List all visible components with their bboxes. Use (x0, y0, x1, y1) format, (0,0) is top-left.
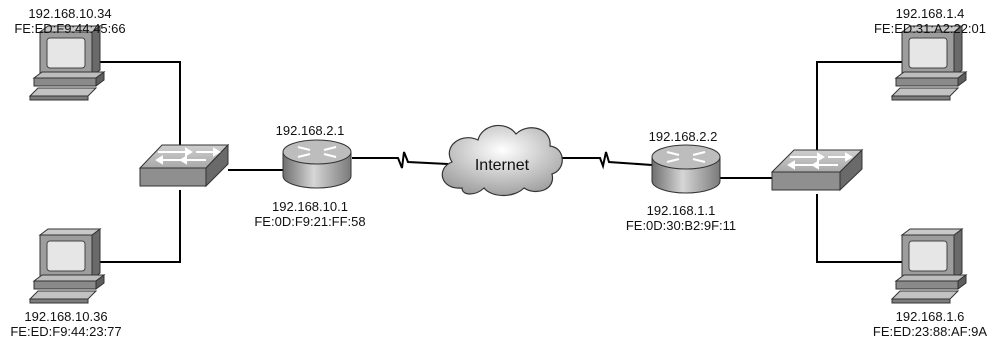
host-bottom-right-ip: 192.168.1.6 (895, 309, 965, 324)
right-router-lan-label: 192.168.1.1 FE:0D:30:B2:9F:11 (626, 203, 736, 233)
link-host-bottom-right (816, 194, 905, 263)
left-router-wan-ip: 192.168.2.1 (275, 123, 345, 138)
host-bottom-left-ip: 192.168.10.36 (24, 309, 108, 324)
link-cloud-right-router (556, 151, 653, 170)
cloud-label: Internet (475, 157, 530, 174)
link-left-router-cloud (352, 151, 449, 169)
left-router-lan-label: 192.168.10.1 FE:0D:F9:21:FF:58 (254, 199, 365, 229)
right-router-lan-ip: 192.168.1.1 (646, 203, 716, 218)
right-router-lan-mac: FE:0D:30:B2:9F:11 (625, 218, 737, 233)
host-top-right-label: 192.168.1.4 FE:ED:31:A2:22:01 (874, 6, 986, 36)
link-host-bottom-left (98, 190, 181, 263)
host-top-left-label: 192.168.10.34 FE:ED:F9:44:45:66 (14, 6, 125, 36)
connection-links (98, 61, 905, 263)
right-router (651, 144, 721, 194)
left-router-lan-mac: FE:0D:F9:21:FF:58 (254, 214, 366, 229)
host-bottom-left-mac: FE:ED:F9:44:23:77 (10, 324, 122, 339)
link-host-top-right (816, 61, 905, 150)
internet-cloud: Internet (441, 124, 563, 197)
host-bottom-right-label: 192.168.1.6 FE:ED:23:88:AF:9A (873, 309, 987, 339)
pc-top-right (891, 25, 967, 101)
pc-bottom-right (891, 228, 967, 304)
left-router (282, 139, 352, 189)
host-top-left-mac: FE:ED:F9:44:45:66 (14, 21, 126, 36)
host-bottom-left-label: 192.168.10.36 FE:ED:F9:44:23:77 (10, 309, 121, 339)
left-router-lan-ip: 192.168.10.1 (272, 199, 348, 214)
pc-top-left (28, 25, 106, 101)
right-switch (770, 148, 864, 192)
left-switch (138, 143, 230, 188)
host-top-right-ip: 192.168.1.4 (895, 6, 965, 21)
right-router-wan-ip: 192.168.2.2 (648, 129, 718, 144)
host-top-left-ip: 192.168.10.34 (28, 6, 112, 21)
host-bottom-right-mac: FE:ED:23:88:AF:9A (872, 324, 988, 339)
link-host-top-left (98, 61, 181, 155)
host-top-right-mac: FE:ED:31:A2:22:01 (873, 21, 987, 36)
pc-bottom-left (29, 228, 105, 304)
